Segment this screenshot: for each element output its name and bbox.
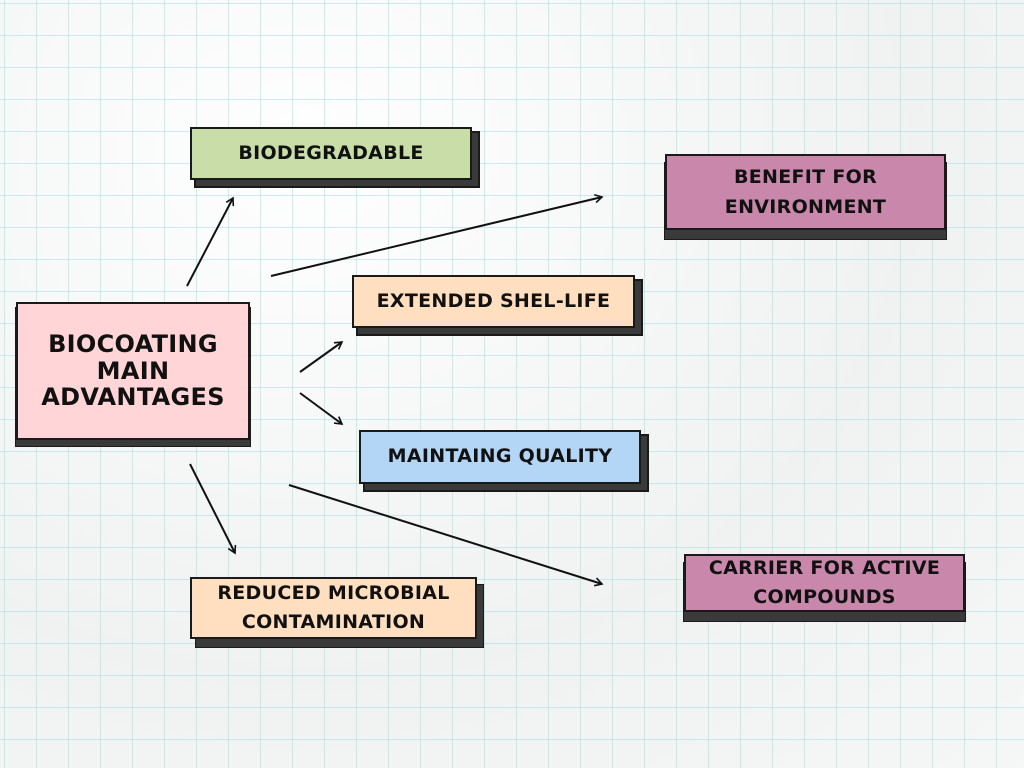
node-label-line: CONTAMINATION: [241, 611, 426, 633]
node-label-line: REDUCED MICROBIAL: [217, 581, 450, 604]
node-carrier-active: CARRIER FOR ACTIVE COMPOUNDS: [684, 554, 965, 612]
central-label-line: MAIN: [96, 356, 170, 385]
arrow-to-extended-shelf-life: [299, 341, 344, 373]
node-label-line: CARRIER FOR ACTIVE: [708, 556, 941, 579]
arrow-to-biodegradable: [186, 196, 235, 287]
central-node: BIOCOATING MAIN ADVANTAGES: [16, 302, 250, 440]
central-node-label: BIOCOATING MAIN ADVANTAGES: [41, 329, 225, 412]
node-label: EXTENDED SHEL-LIFE: [376, 289, 611, 312]
arrow-to-reduced-microbial: [189, 463, 237, 555]
arrow-to-maintaining-quality: [299, 392, 344, 425]
central-label-line: BIOCOATING: [48, 329, 218, 358]
node-label-line: BENEFIT FOR: [733, 165, 877, 188]
node-label-line: COMPOUNDS: [753, 586, 896, 608]
node-maintaining-quality: MAINTAING QUALITY: [359, 430, 641, 484]
node-benefit-environment: BENEFIT FOR ENVIRONMENT: [665, 154, 946, 230]
central-label-line: ADVANTAGES: [41, 383, 225, 412]
node-reduced-microbial: REDUCED MICROBIAL CONTAMINATION: [190, 577, 477, 639]
arrow-to-carrier-active: [288, 484, 604, 587]
arrow-to-benefit-environment: [270, 193, 604, 277]
node-biodegradable: BIODEGRADABLE: [190, 127, 472, 180]
node-label-line: ENVIRONMENT: [724, 196, 887, 218]
node-label: MAINTAING QUALITY: [387, 445, 613, 468]
node-label: BIODEGRADABLE: [238, 141, 424, 164]
node-extended-shelf-life: EXTENDED SHEL-LIFE: [352, 275, 635, 328]
